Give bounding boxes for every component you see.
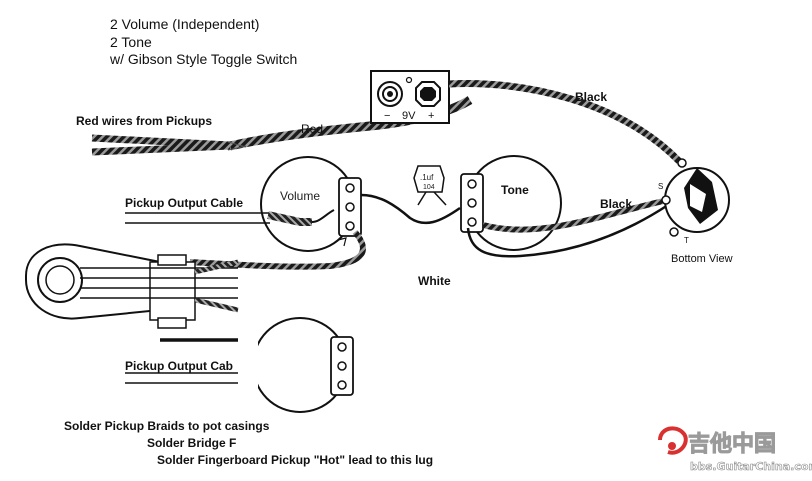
note-line-2: 2 Tone [110,34,152,50]
volume-pot [260,156,362,252]
label-pickup-output-cable-1: Pickup Output Cable [125,196,243,210]
tone-pot [460,155,562,251]
wire-white [466,203,669,258]
cap-code: 104 [423,184,435,191]
note-line-1: 2 Volume (Independent) [110,16,259,32]
instruction-line-1: Solder Pickup Braids to pot casings [64,419,270,433]
watermark-text: 吉他中国 [688,431,776,457]
capacitor [413,165,447,206]
volume-pot-2 [252,317,354,413]
label-volume: Volume [280,189,320,203]
label-black-top: Black [575,90,607,104]
black-wire-top [448,80,683,165]
output-jack [661,158,730,237]
label-black-mid: Black [600,197,632,211]
toggle-switch [25,243,239,329]
label-bottom-view: Bottom View [671,253,733,265]
jack-tip-label: T [684,236,689,245]
battery-connector [370,70,450,124]
label-red: Red [301,122,323,136]
jack-sleeve-label: S [658,182,663,191]
cap-value: .1uf [420,173,434,182]
note-line-3: w/ Gibson Style Toggle Switch [109,51,297,67]
instruction-line-3: Solder Fingerboard Pickup "Hot" lead to … [157,453,433,467]
watermark-logo [658,426,688,455]
label-tone: Tone [501,183,529,197]
watermark-url: bbs.GuitarChina.com [690,460,812,473]
label-red-wires: Red wires from Pickups [76,114,212,128]
pickup-output-cable-2 [125,372,238,384]
label-pickup-output-cable-2: Pickup Output Cab [125,359,233,373]
black-wire-mid [482,197,669,233]
label-white: White [418,274,451,288]
battery-plus: + [428,110,434,122]
pickup-output-cable-1 [125,209,335,226]
battery-minus: − [384,110,390,122]
instruction-line-2: Solder Bridge F [147,436,236,450]
battery-voltage: 9V [402,110,416,122]
wire-vol-to-tone [360,193,461,225]
